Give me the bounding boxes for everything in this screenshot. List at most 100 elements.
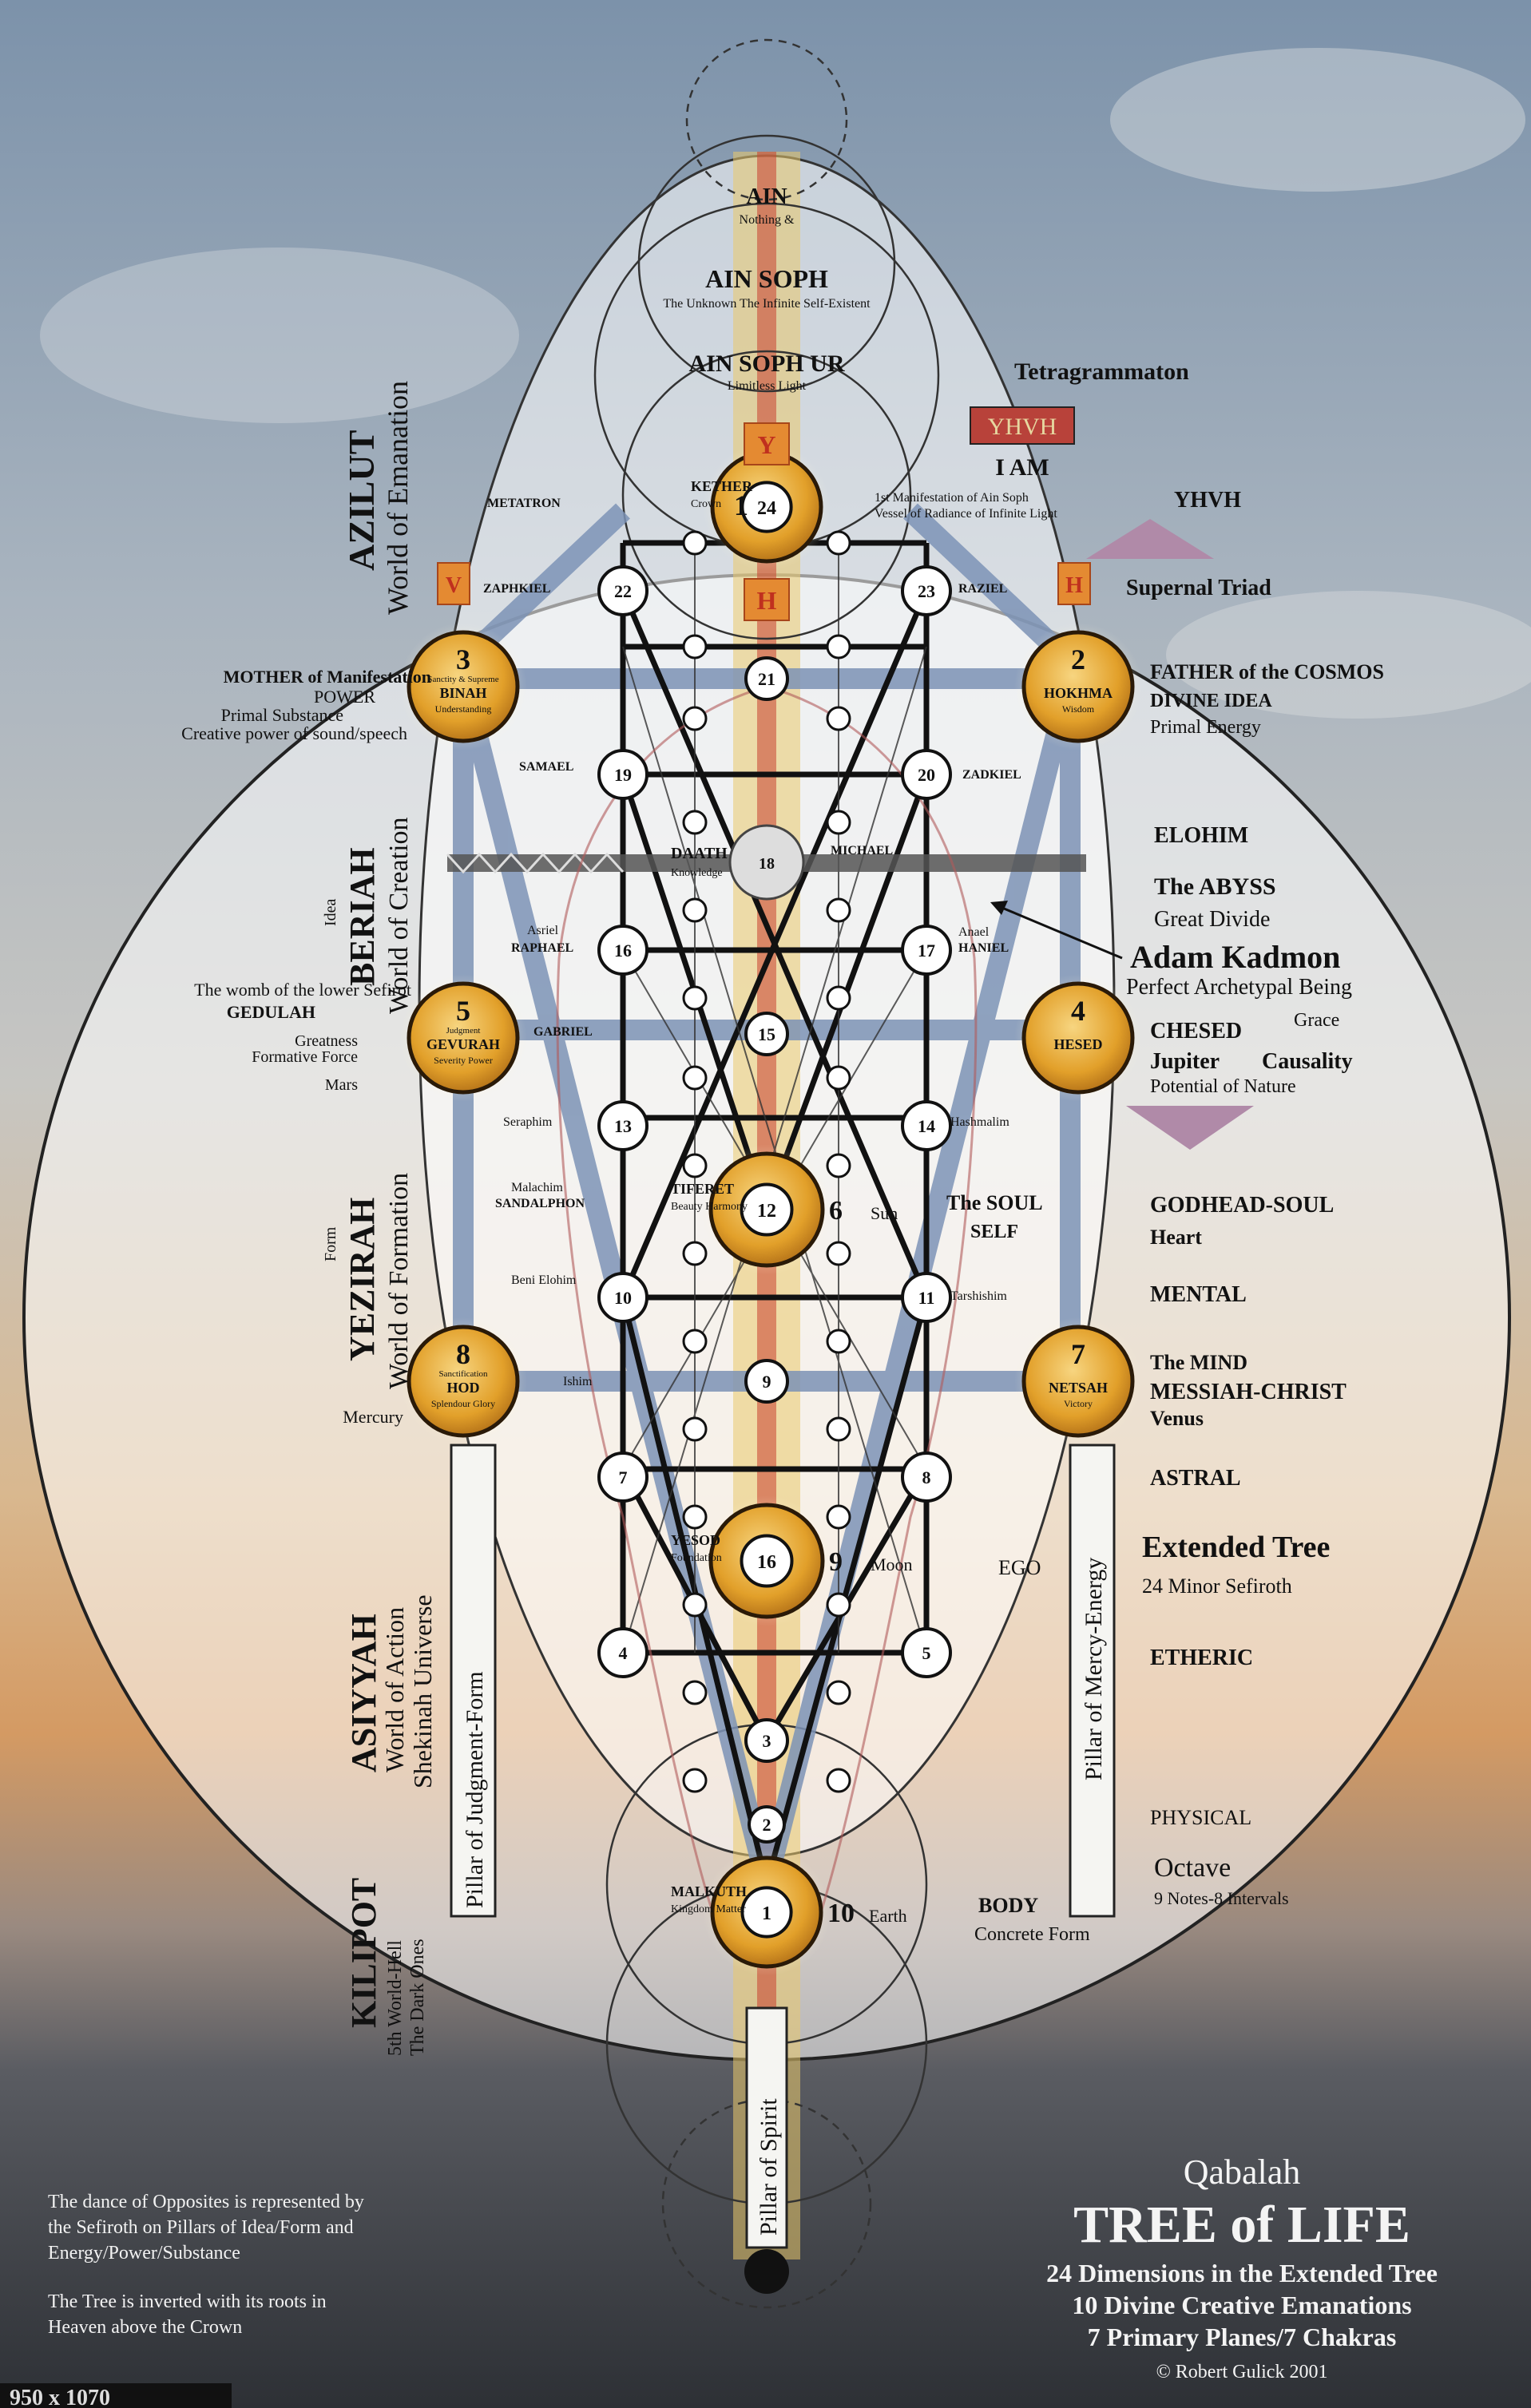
- title-line-1: 24 Dimensions in the Extended Tree: [1046, 2259, 1438, 2287]
- path-junction-dot: [682, 1680, 708, 1705]
- minor-sefira-number: 5: [922, 1643, 931, 1663]
- path-junction-dot: [826, 985, 851, 1011]
- right-notes: 1st Manifestation of Ain Soph Vessel of …: [875, 491, 1384, 1945]
- asiyyah-label: ASIYYAH: [344, 1614, 383, 1772]
- minor-sefira-node: [744, 656, 789, 701]
- minor-sefira-number: 3: [763, 1731, 771, 1751]
- extended-tree-note: Extended Tree: [1142, 1531, 1330, 1564]
- sephira-pre: Judgment: [446, 1026, 481, 1036]
- formative-force-note: Formative Force: [252, 1048, 358, 1066]
- supernal-triad-label: Supernal Triad: [1126, 576, 1271, 600]
- lower-triangle: [1126, 1106, 1254, 1150]
- kether-note-1: 1st Manifestation of Ain Soph: [875, 491, 1029, 505]
- pillar-judgment-label: Pillar of Judgment-Form: [462, 1671, 488, 1908]
- yezirah-small: Form: [322, 1226, 339, 1261]
- path-junction-dot: [826, 1680, 851, 1705]
- ego-note: EGO: [998, 1556, 1041, 1579]
- sephira-pre: Sanctity & Supreme: [427, 675, 498, 684]
- asiyyah-sub2: Shekinah Universe: [408, 1594, 437, 1788]
- sephira-sphere: [407, 630, 520, 743]
- zadkiel-label: ZADKIEL: [962, 768, 1021, 782]
- sephira-sphere: [407, 981, 520, 1095]
- minor-sefira-number: 15: [758, 1024, 775, 1044]
- azilut-label: AZILUT: [341, 430, 382, 571]
- minor-sefira-number: 16: [614, 941, 632, 960]
- abyss-zigzag: [446, 852, 625, 874]
- sephira-planet: Moon: [871, 1555, 913, 1574]
- concrete-form-note: Concrete Form: [974, 1924, 1090, 1945]
- path-junction-dot: [826, 530, 851, 556]
- adam-kadmon-arrow: [998, 905, 1123, 960]
- he2-letter: H: [1065, 573, 1083, 598]
- qabalah-label: Qabalah: [1184, 2153, 1301, 2192]
- adam-kadmon-note: Adam Kadmon: [1130, 939, 1340, 975]
- divine-idea-note: DIVINE IDEA: [1150, 691, 1272, 711]
- minor-sefira-number: 9: [763, 1372, 771, 1392]
- supernal-triangle: [1086, 519, 1214, 559]
- heart-note: Heart: [1150, 1226, 1202, 1249]
- ain-soph-ur-sub: Limitless Light: [728, 379, 807, 393]
- mars-note: Mars: [325, 1076, 358, 1094]
- he-box: [744, 578, 790, 621]
- cloud: [1166, 591, 1531, 719]
- tree-of-life-title: TREE of LIFE: [1073, 2196, 1410, 2254]
- sandalphon-label: SANDALPHON: [495, 1197, 585, 1210]
- notes-intervals-note: 9 Notes-8 Intervals: [1154, 1888, 1289, 1908]
- veil-labels: AIN Nothing & AIN SOPH The Unknown The I…: [663, 184, 871, 393]
- perfect-being-note: Perfect Archetypal Being: [1126, 975, 1352, 1000]
- minor-sefira-number: 22: [614, 581, 632, 601]
- title-block: Qabalah TREE of LIFE 24 Dimensions in th…: [1046, 2153, 1438, 2382]
- venus-note: Venus: [1150, 1407, 1204, 1430]
- ishim-label: Ishim: [563, 1375, 593, 1388]
- minor-sefira-node: [901, 1100, 952, 1151]
- metatron-label: METATRON: [487, 497, 561, 510]
- minor-sefira-number: 4: [619, 1643, 628, 1663]
- path-junction-dot: [682, 1504, 708, 1530]
- godhead-soul-note: GODHEAD-SOUL: [1150, 1193, 1334, 1218]
- the-mind-note: The MIND: [1150, 1351, 1247, 1374]
- body-note: BODY: [978, 1894, 1038, 1917]
- sephira-name: HOD: [446, 1380, 479, 1396]
- greatness-note: Greatness: [295, 1032, 358, 1050]
- path-junction-dot: [682, 1153, 708, 1178]
- the-soul-note: The SOUL: [946, 1191, 1043, 1214]
- sephira-inner-node: [740, 481, 793, 533]
- tetragrammaton-label: Tetragrammaton: [1014, 358, 1189, 385]
- path-junction-dot: [682, 1241, 708, 1266]
- sephira-sphere: [407, 1325, 520, 1438]
- hebrew-letter-boxes: Y H V H: [437, 422, 1091, 621]
- path-junction-dot: [826, 1504, 851, 1530]
- sephira-sub: Kingdom Matter: [671, 1903, 746, 1915]
- minor-sefira-node: [597, 1627, 648, 1678]
- gabriel-label: GABRIEL: [533, 1025, 593, 1039]
- sephira-sub: Victory: [1064, 1398, 1093, 1409]
- minor-sefira-node: [597, 1272, 648, 1323]
- causality-note: Causality: [1262, 1049, 1353, 1074]
- path-junction-dot: [826, 1241, 851, 1266]
- yezirah-sub: World of Formation: [384, 1173, 414, 1389]
- asiyyah-sub: World of Action: [380, 1607, 409, 1772]
- minor-sefira-node: [748, 1805, 786, 1844]
- power-note: POWER: [314, 687, 375, 707]
- yhvh-box-label: YHVH: [988, 414, 1057, 440]
- michael-label: MICHAEL: [831, 844, 893, 857]
- pillar-mercy-label: Pillar of Mercy-Energy: [1081, 1558, 1107, 1780]
- path-junction-dot: [682, 1592, 708, 1618]
- vav-letter: V: [446, 573, 462, 598]
- minor-sefira-node: [597, 1100, 648, 1151]
- sephira-inner-number: 24: [757, 498, 776, 519]
- minor-sefira-node: [744, 1359, 789, 1404]
- sephira-number: 9: [829, 1547, 843, 1577]
- sephira-number: 6: [829, 1196, 843, 1226]
- ain-sub: Nothing &: [740, 213, 795, 227]
- bottom-left-line: Heaven above the Crown: [48, 2317, 242, 2338]
- sephira-name: HOKHMA: [1044, 685, 1113, 701]
- sephira-inner-number: 1: [762, 1903, 771, 1924]
- father-note: FATHER of the COSMOS: [1150, 660, 1384, 683]
- sephira-planet: Earth: [869, 1906, 907, 1926]
- corner-caption: 950 x 1070: [10, 2386, 110, 2408]
